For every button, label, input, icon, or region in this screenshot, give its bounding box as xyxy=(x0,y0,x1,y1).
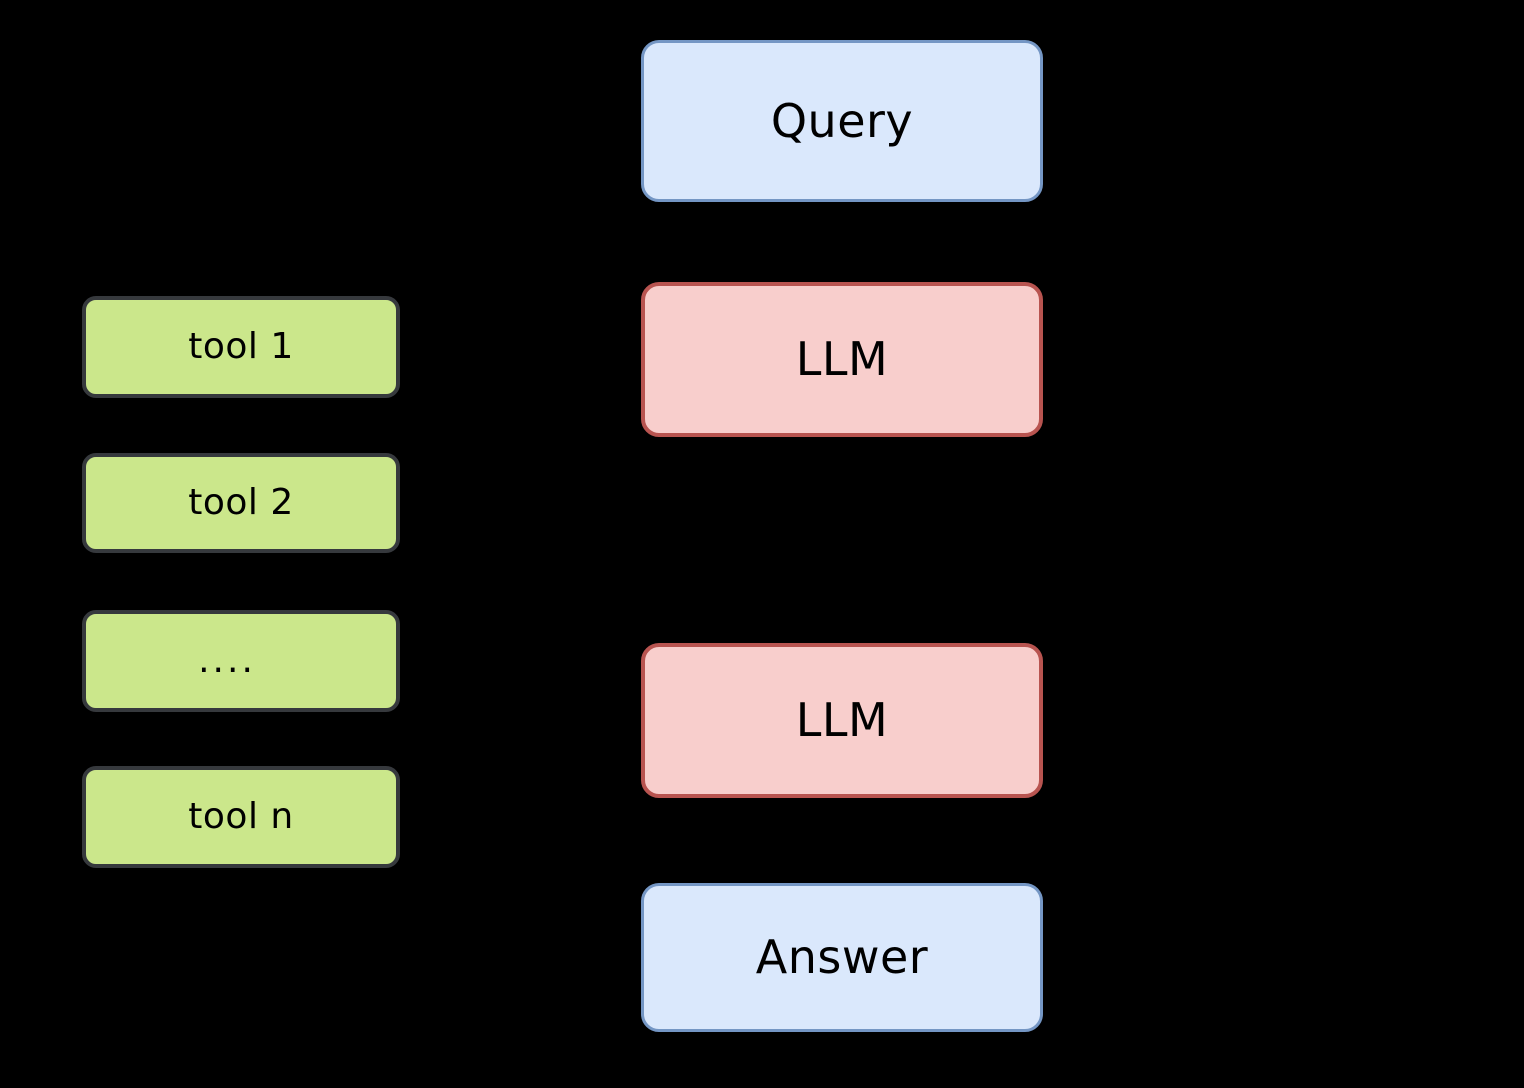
tool-node-2-label: tool 2 xyxy=(188,482,294,524)
tool-node-2[interactable]: tool 2 xyxy=(82,453,400,553)
llm-node-second-label: LLM xyxy=(795,693,889,748)
tool-node-ellipsis-label: .... xyxy=(198,640,256,682)
query-node-label: Query xyxy=(770,93,914,148)
llm-node-first[interactable]: LLM xyxy=(641,282,1043,437)
answer-node[interactable]: Answer xyxy=(641,883,1043,1032)
llm-node-second[interactable]: LLM xyxy=(641,643,1043,798)
query-node[interactable]: Query xyxy=(641,40,1043,202)
tool-node-n-label: tool n xyxy=(188,796,294,838)
answer-node-label: Answer xyxy=(755,930,929,985)
tool-node-n[interactable]: tool n xyxy=(82,766,400,868)
tool-node-1[interactable]: tool 1 xyxy=(82,296,400,398)
llm-node-first-label: LLM xyxy=(795,332,889,387)
tool-node-ellipsis[interactable]: .... xyxy=(82,610,400,712)
tool-node-1-label: tool 1 xyxy=(188,326,294,368)
